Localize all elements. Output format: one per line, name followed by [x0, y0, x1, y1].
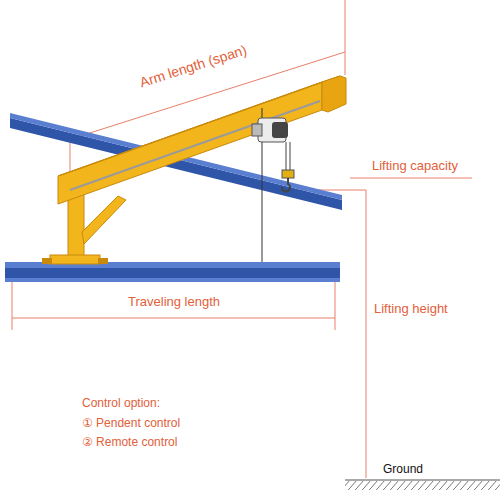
- ground-label: Ground: [383, 463, 423, 476]
- note-heading: Control option:: [82, 397, 160, 410]
- dimension-label: Traveling length: [128, 295, 220, 309]
- dimension-label: Arm length (span): [138, 43, 249, 91]
- note-item: ① Pendent control: [82, 417, 180, 430]
- dimension-lines: [12, 0, 472, 478]
- note-item: ② Remote control: [82, 436, 177, 449]
- dimension-label: Lifting capacity: [372, 159, 458, 173]
- dimension-label: Lifting height: [374, 302, 448, 316]
